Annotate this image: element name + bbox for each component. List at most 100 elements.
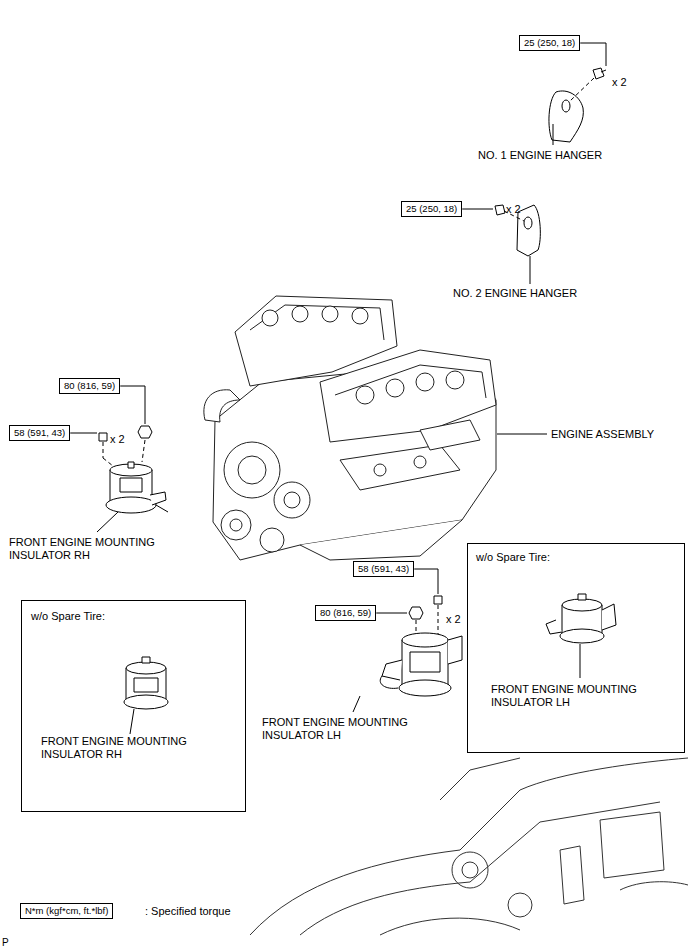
torque-value: 25 (250, 18) bbox=[406, 203, 457, 214]
torque-value: 80 (816, 59) bbox=[64, 380, 115, 391]
drawing-stroke bbox=[560, 846, 584, 904]
drawing-stroke bbox=[340, 445, 460, 490]
drawing-stroke bbox=[434, 596, 442, 604]
drawing-stroke bbox=[402, 633, 448, 647]
drawing-stroke bbox=[497, 434, 547, 435]
drawing-stroke bbox=[602, 604, 616, 630]
drawing-stroke bbox=[134, 678, 158, 692]
drawing-stroke bbox=[106, 497, 156, 513]
drawing-stroke bbox=[97, 68, 688, 935]
drawing-stroke bbox=[546, 620, 562, 634]
drawing-stroke bbox=[562, 100, 570, 112]
part-label: FRONT ENGINE MOUNTING INSULATOR LH bbox=[262, 716, 437, 742]
drawing-stroke bbox=[130, 709, 134, 734]
drawing-stroke bbox=[414, 569, 438, 594]
part-label: FRONT ENGINE MOUNTING INSULATOR RH bbox=[9, 536, 184, 562]
drawing-stroke bbox=[580, 43, 606, 66]
drawing-stroke bbox=[142, 440, 145, 462]
drawing-stroke bbox=[70, 433, 97, 434]
drawing-stroke bbox=[120, 478, 142, 492]
part-label: x 2 bbox=[446, 613, 461, 626]
drawing-stroke bbox=[562, 599, 602, 611]
drawing-stroke bbox=[600, 812, 664, 878]
drawing-stroke bbox=[549, 91, 583, 142]
drawing-stroke bbox=[376, 613, 407, 614]
part-label: : Specified torque bbox=[145, 905, 231, 918]
drawing-stroke bbox=[230, 519, 242, 531]
torque-box: 80 (816, 59) bbox=[315, 605, 376, 621]
torque-value: N*m (kgf*cm, ft.*lbf) bbox=[25, 905, 108, 916]
torque-box: 80 (816, 59) bbox=[59, 378, 120, 394]
drawing-stroke bbox=[462, 209, 493, 210]
variant-panel: w/o Spare Tire: FRONT ENGINE MOUNTING INS… bbox=[21, 600, 246, 812]
drawing-stroke bbox=[250, 758, 688, 935]
panel-heading: w/o Spare Tire: bbox=[31, 610, 105, 623]
drawing-stroke bbox=[213, 362, 496, 560]
part-label: x 2 bbox=[506, 203, 521, 216]
drawing-stroke bbox=[274, 482, 310, 518]
torque-box: 25 (250, 18) bbox=[519, 35, 580, 51]
drawing-stroke bbox=[221, 510, 251, 540]
torque-box: 58 (591, 43) bbox=[9, 425, 70, 441]
part-label: x 2 bbox=[612, 76, 627, 89]
part-name: FRONT ENGINE MOUNTING INSULATOR LH bbox=[491, 683, 666, 709]
drawing-stroke bbox=[374, 464, 386, 476]
drawing-stroke bbox=[420, 420, 480, 450]
drawing-stroke bbox=[262, 310, 278, 326]
part-label: P bbox=[2, 936, 9, 949]
drawing-stroke bbox=[250, 305, 384, 340]
torque-value: 25 (250, 18) bbox=[524, 37, 575, 48]
drawing-stroke bbox=[409, 607, 423, 619]
drawing-stroke bbox=[524, 217, 532, 229]
drawing-stroke bbox=[553, 124, 554, 145]
part-name: FRONT ENGINE MOUNTING INSULATOR RH bbox=[41, 735, 216, 761]
drawing-stroke bbox=[382, 660, 402, 680]
drawing-stroke bbox=[260, 528, 284, 552]
drawing-stroke bbox=[156, 505, 168, 512]
drawing-stroke bbox=[204, 390, 240, 422]
drawing-stroke bbox=[462, 862, 478, 878]
drawing-stroke bbox=[224, 442, 280, 498]
drawing-stroke bbox=[128, 462, 134, 468]
drawing-stroke bbox=[448, 636, 462, 664]
drawing-stroke bbox=[414, 456, 426, 468]
panel-heading: w/o Spare Tire: bbox=[476, 551, 550, 564]
drawing-stroke bbox=[124, 695, 168, 709]
part-label: NO. 1 ENGINE HANGER bbox=[478, 149, 602, 162]
drawing-stroke bbox=[446, 371, 464, 389]
drawing-stroke bbox=[578, 594, 586, 600]
drawing-stroke bbox=[126, 662, 166, 674]
drawing-stroke bbox=[284, 492, 300, 508]
torque-value: 58 (591, 43) bbox=[14, 427, 65, 438]
drawing-stroke bbox=[440, 758, 520, 800]
drawing-stroke bbox=[593, 68, 604, 79]
drawing-stroke bbox=[300, 520, 462, 560]
drawing-stroke bbox=[399, 680, 451, 696]
drawing-stroke bbox=[352, 308, 368, 324]
drawing-stroke bbox=[560, 629, 604, 643]
drawing-stroke bbox=[601, 70, 606, 72]
drawing-stroke bbox=[300, 802, 660, 935]
drawing-stroke bbox=[386, 379, 404, 397]
drawing-stroke bbox=[120, 386, 145, 424]
part-label: x 2 bbox=[110, 433, 125, 446]
drawing-stroke bbox=[416, 373, 434, 391]
drawing-stroke bbox=[580, 644, 581, 678]
torque-value: 58 (591, 43) bbox=[358, 563, 409, 574]
drawing-stroke bbox=[508, 893, 532, 917]
torque-value: 80 (816, 59) bbox=[320, 607, 371, 618]
drawing-stroke bbox=[570, 78, 594, 101]
drawing-stroke bbox=[353, 696, 360, 712]
drawing-stroke bbox=[142, 657, 150, 663]
drawing-stroke bbox=[452, 852, 488, 888]
drawing-stroke bbox=[322, 306, 338, 322]
drawing-stroke bbox=[99, 433, 107, 441]
drawing-stroke bbox=[292, 306, 308, 322]
drawing-stroke bbox=[97, 512, 118, 532]
drawing-stroke bbox=[103, 442, 104, 458]
drawing-stroke bbox=[138, 426, 152, 438]
drawing-stroke bbox=[530, 256, 531, 284]
